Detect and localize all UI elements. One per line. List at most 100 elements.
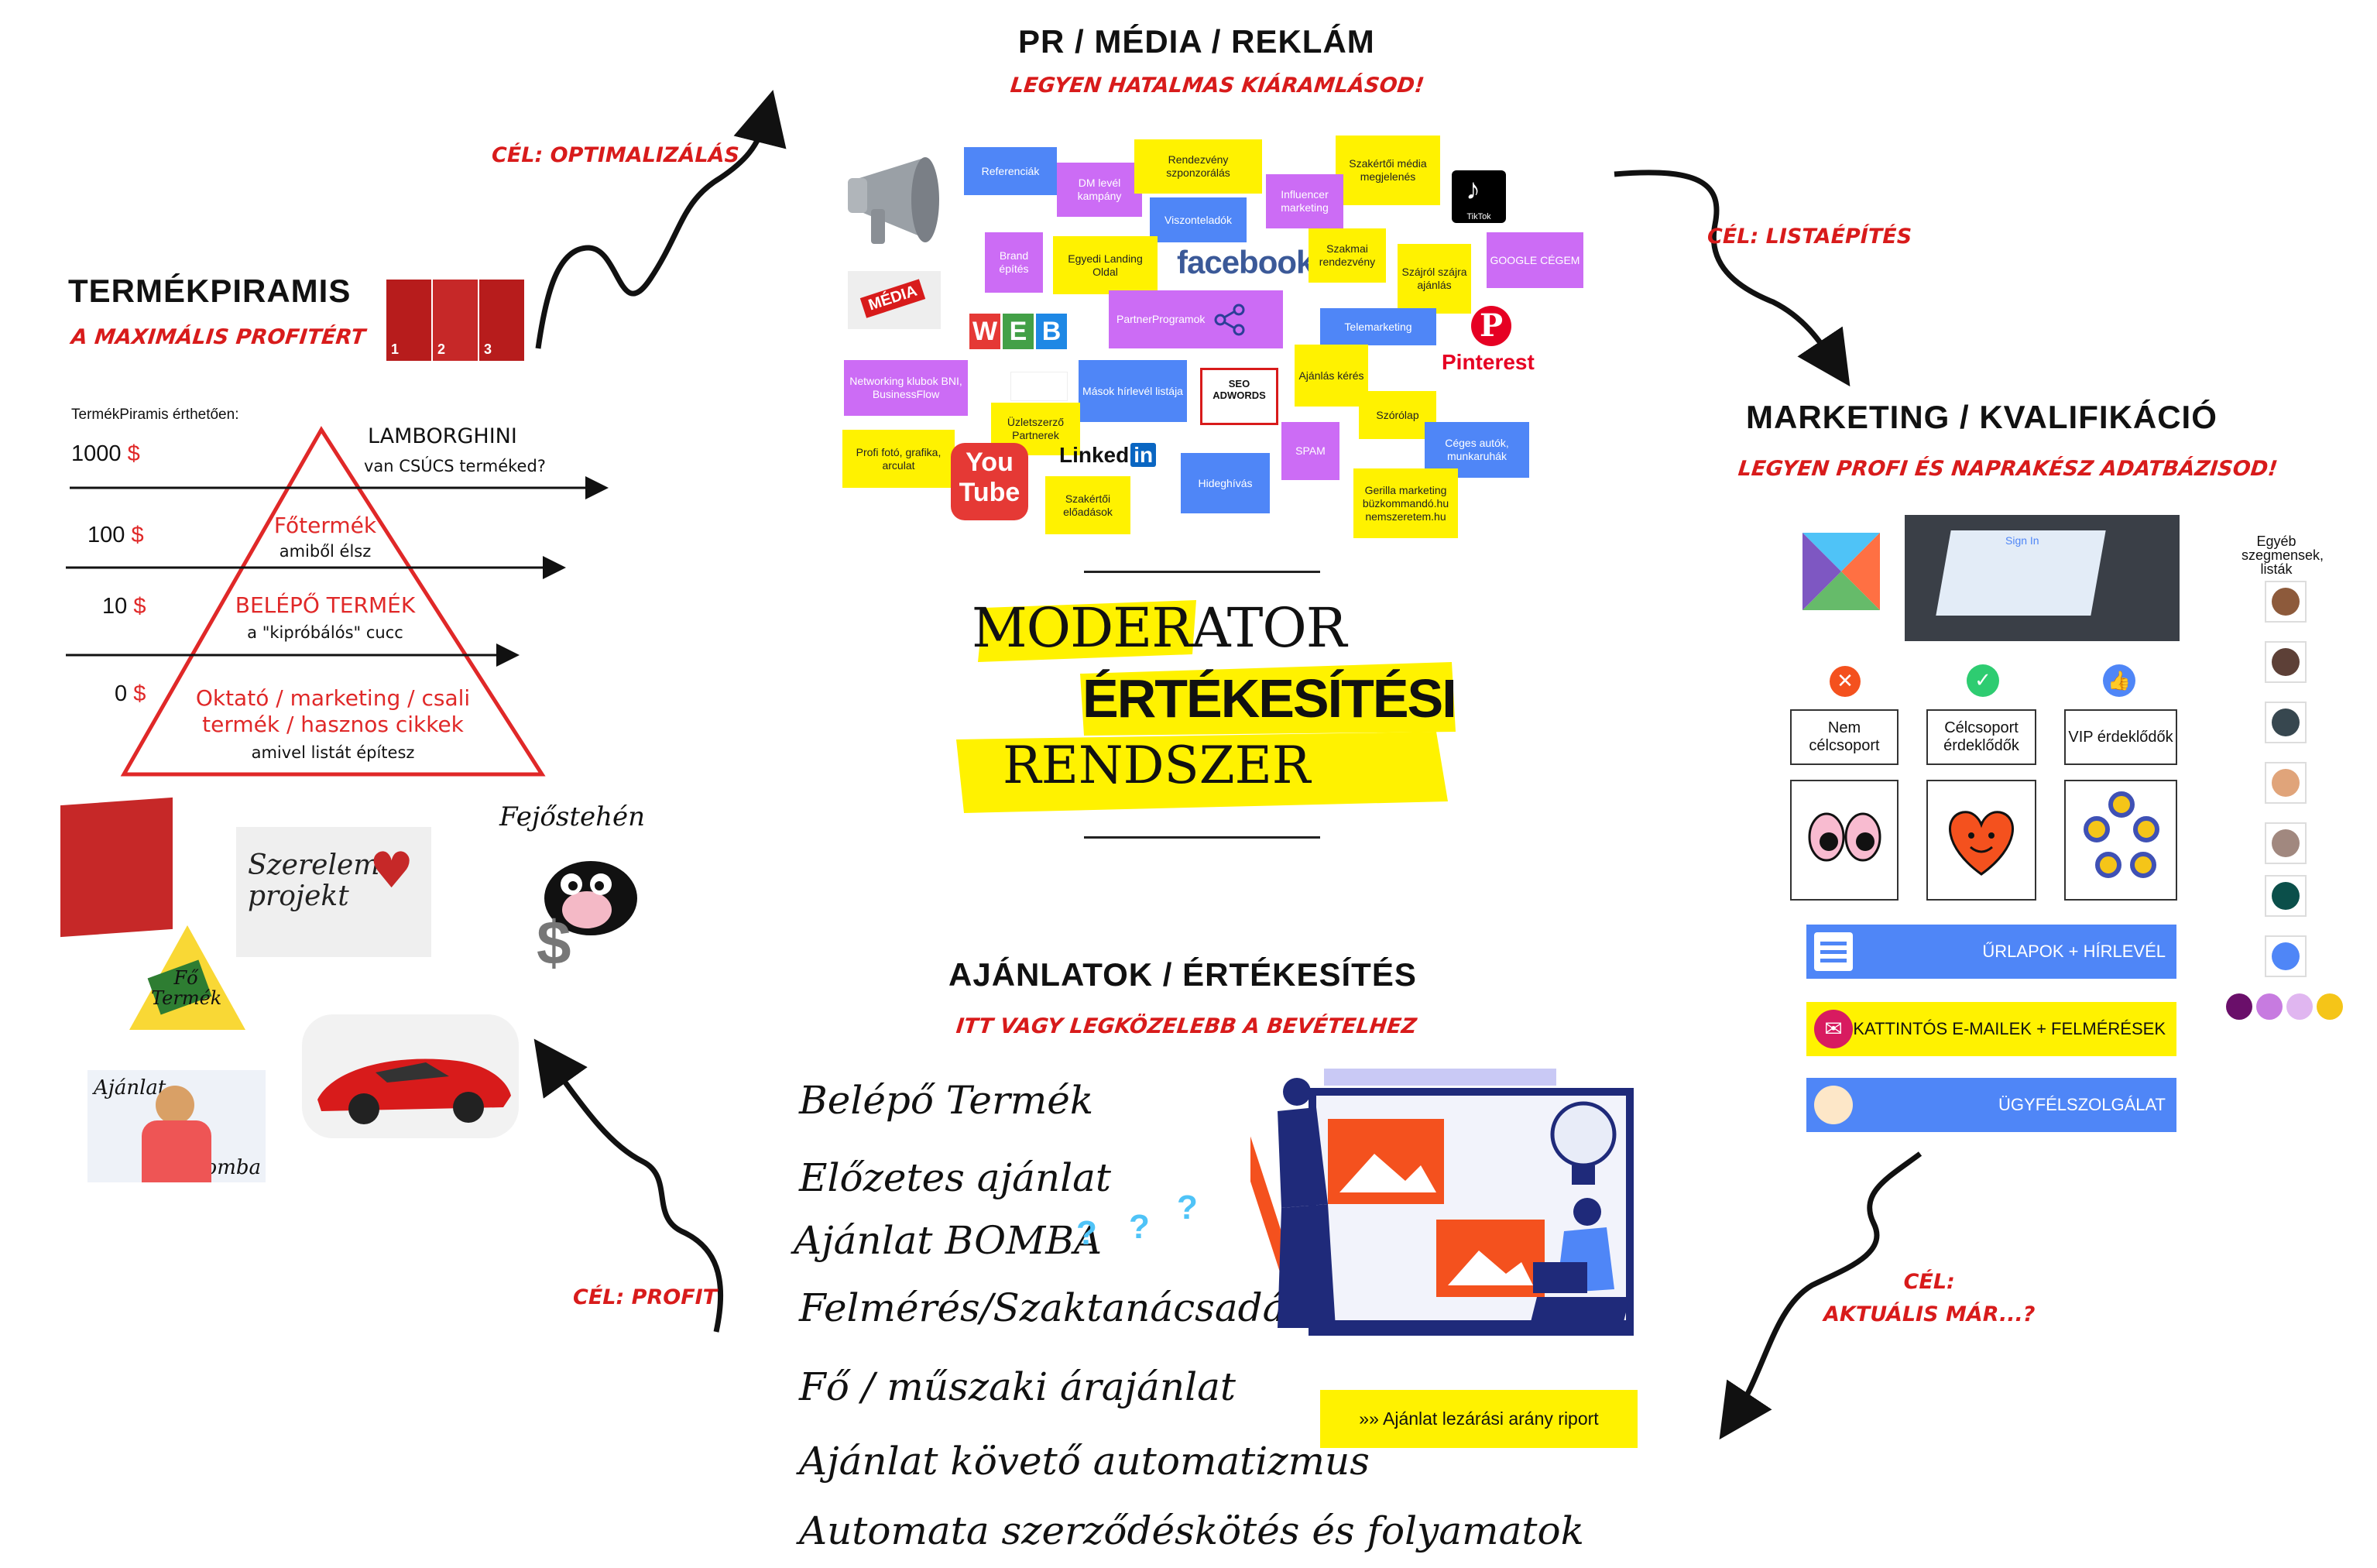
color-dot: [2226, 993, 2252, 1020]
center-title-line2: ÉRTÉKESÍTÉSI: [1082, 668, 1457, 729]
note-referenciak: Referenciák: [964, 147, 1057, 195]
offer-item: Felmérés/Szaktanácsadás: [799, 1285, 1306, 1330]
marketing-title: MARKETING / KVALIFIKÁCIÓ: [1746, 399, 2218, 435]
avatar: [2265, 641, 2307, 683]
level-3-label: BELÉPŐ TERMÉK: [235, 592, 416, 618]
colorful-logo-icon: [1802, 533, 1880, 610]
note-spam: SPAM: [1281, 422, 1339, 480]
facebook-logo: facebook: [1177, 244, 1314, 280]
pinterest-icon: P: [1471, 306, 1511, 346]
offer-item: Fő / műszaki árajánlat: [799, 1364, 1236, 1409]
szerelem-projekt-image: Szerelem projekt ♥: [236, 827, 431, 957]
report-button[interactable]: »» Ajánlat lezárási arány riport: [1320, 1390, 1638, 1448]
presentation-illustration: [1250, 1069, 1634, 1336]
note-rendezveny: Rendezvény szponzorálás: [1134, 139, 1262, 194]
media-newspaper-image: MÉDIA: [848, 271, 941, 329]
avatar: [2265, 762, 2307, 804]
books-image: 1 2 3: [386, 279, 525, 362]
cel-profit-label: CÉL: PROFIT: [573, 1285, 718, 1309]
piramis-subtitle: A MAXIMÁLIS PROFITÉRT: [70, 325, 367, 349]
bar-urlapok-label: ŰRLAPOK + HÍRLEVÉL: [1982, 942, 2166, 961]
note-partner: PartnerProgramok: [1109, 290, 1283, 348]
question-icon: ?: [1076, 1214, 1097, 1252]
smiling-heart-icon: [1949, 811, 2014, 876]
avatar: [2265, 875, 2307, 917]
note-viszonteladok: Viszonteladók: [1150, 197, 1247, 242]
note-ajanlas-keres: Ajánlás kérés: [1295, 345, 1368, 407]
linkedin-label: Linked: [1059, 443, 1130, 467]
check-icon: ✓: [1967, 664, 1999, 697]
cel-aktualis-label: CÉL: AKTUÁLIS MÁR...?: [1823, 1270, 2036, 1326]
ajanlatok-title: AJÁNLATOK / ÉRTÉKESÍTÉS: [948, 956, 1417, 993]
color-dot: [2286, 993, 2313, 1020]
ebook-image: [60, 797, 173, 938]
level-2-desc: amiből élsz: [279, 542, 372, 561]
note-influencer: Influencer marketing: [1266, 174, 1343, 228]
bar-ugyfelszolgalat: ÜGYFÉLSZOLGÁLAT: [1806, 1078, 2176, 1132]
other-segments-label: Egyéb szegmensek, listák: [2242, 534, 2324, 577]
fejostehen-label: Fejőstehén: [499, 801, 646, 832]
price-level-1: 1000 $: [71, 441, 140, 466]
pyramid-diagram: [66, 426, 609, 777]
avatar: [2265, 935, 2307, 977]
svg-text:$: $: [537, 908, 571, 976]
note-brand: Brand építés: [985, 232, 1043, 293]
note-szakertoi-eloadasok: Szakértői előadások: [1045, 476, 1130, 534]
heart-box: [1926, 780, 2036, 901]
color-dot: [2317, 993, 2343, 1020]
note-google: GOOGLE CÉGEM: [1487, 232, 1583, 288]
note-szakmai: Szakmai rendezvény: [1309, 228, 1386, 283]
cow-money-icon: $: [537, 861, 637, 976]
cel-optimalizalas-label: CÉL: OPTIMALIZÁLÁS: [492, 143, 739, 167]
stars-box: [2064, 780, 2177, 901]
note-profi-foto: Profi fotó, grafika, arculat: [842, 430, 955, 488]
note-szorolap: Szórólap: [1359, 391, 1436, 439]
bar-emailek: ✉ KATTINTÓS E-MAILEK + FELMÉRÉSEK: [1806, 1002, 2176, 1056]
signin-text: Sign In: [2005, 534, 2039, 547]
question-icon: ?: [1177, 1189, 1198, 1227]
offer-item: Ajánlat követő automatizmus: [799, 1439, 1370, 1484]
avatar: [2265, 581, 2307, 623]
level-3-desc: a "kipróbálós" cucc: [247, 623, 403, 642]
support-agent-icon: [1814, 1086, 1853, 1124]
reject-icon: ✕: [1830, 666, 1861, 697]
pr-title: PR / MÉDIA / REKLÁM: [1018, 23, 1375, 60]
center-highlight: [956, 600, 1456, 813]
megaphone-icon: [848, 157, 939, 244]
offer-item: Előzetes ajánlat: [799, 1155, 1111, 1200]
blank-note: [1010, 372, 1068, 401]
ajanlat-bomba-image: Ajánlat Bomba: [87, 1070, 266, 1182]
pinterest-label: Pinterest: [1442, 350, 1535, 374]
divider-bottom: [1084, 836, 1320, 839]
youtube-logo: You Tube: [951, 443, 1028, 520]
avatar: [2265, 702, 2307, 743]
note-hideghivas: Hideghívás: [1181, 453, 1270, 513]
note-networking: Networking klubok BNI, BusinessFlow: [844, 360, 968, 416]
laptop-signin-image: Sign In: [1905, 515, 2180, 641]
stars-icon: [2084, 791, 2159, 878]
piramis-title: TERMÉKPIRAMIS: [68, 273, 352, 309]
level-4-desc: amivel listát építesz: [251, 743, 415, 762]
seo-adwords-logo: SEO ADWORDS: [1200, 368, 1278, 425]
category-nem-celcsoport: Nem célcsoport: [1790, 709, 1899, 765]
note-gerilla: Gerilla marketing büzkommandó.hu nemszer…: [1353, 468, 1458, 538]
fo-termek-label: Fő Termék: [151, 967, 222, 1009]
marketing-subtitle: LEGYEN PROFI ÉS NAPRAKÉSZ ADATBÁZISOD!: [1737, 457, 2279, 481]
divider-top: [1084, 571, 1320, 573]
color-dot: [2256, 993, 2283, 1020]
thumbs-up-icon: 👍: [2103, 664, 2135, 697]
ajanlatok-subtitle: ITT VAGY LEGKÖZELEBB A BEVÉTELHEZ: [955, 1014, 1418, 1038]
center-title-line1: MODERATOR: [972, 596, 1346, 660]
lamborghini-image: [302, 1014, 519, 1138]
level-1-desc: van CSÚCS terméked?: [364, 457, 546, 475]
category-vip: VIP érdeklődők: [2064, 709, 2177, 765]
offer-item: Automata szerződéskötés és folyamatok: [799, 1508, 1584, 1553]
share-network-icon: [1214, 304, 1245, 335]
eyes-icon: [1808, 812, 1881, 862]
level-1-label: LAMBORGHINI: [368, 424, 517, 448]
category-celcsoport: Célcsoport érdeklődők: [1926, 709, 2036, 765]
email-icon: ✉: [1814, 1010, 1853, 1048]
